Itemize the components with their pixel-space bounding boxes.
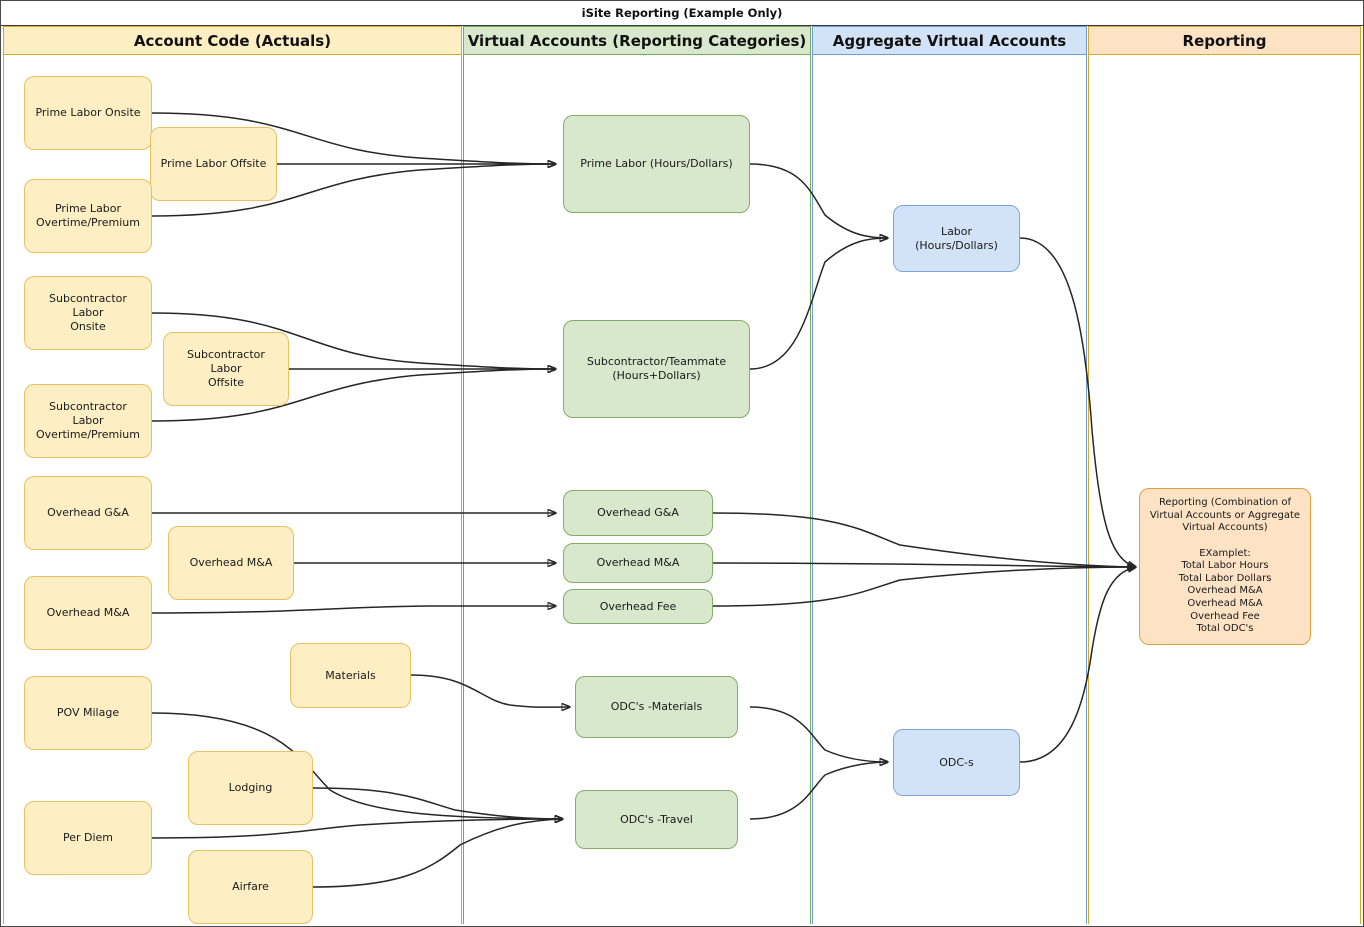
node-va-odc-materials[interactable]: ODC's -Materials: [575, 676, 738, 738]
node-subcontractor-labor-offsite[interactable]: Subcontractor Labor Offsite: [163, 332, 289, 406]
node-prime-labor-offsite[interactable]: Prime Labor Offsite: [150, 127, 277, 201]
node-label: Subcontractor Labor Overtime/Premium: [36, 400, 140, 441]
node-airfare[interactable]: Airfare: [188, 850, 313, 924]
node-label: ODC's -Travel: [620, 812, 693, 826]
node-label: Subcontractor Labor Offsite: [187, 348, 265, 389]
node-va-overhead-ma[interactable]: Overhead M&A: [563, 543, 713, 583]
lane-header-virtual-accounts: Virtual Accounts (Reporting Categories): [463, 26, 811, 55]
node-pov-milage[interactable]: POV Milage: [24, 676, 152, 750]
node-per-diem[interactable]: Per Diem: [24, 801, 152, 875]
diagram-title: iSite Reporting (Example Only): [0, 0, 1364, 26]
node-label: Subcontractor Labor Onsite: [49, 292, 127, 333]
node-va-subcontractor-teammate[interactable]: Subcontractor/Teammate (Hours+Dollars): [563, 320, 750, 418]
node-label: Labor (Hours/Dollars): [915, 224, 998, 252]
node-label: Overhead G&A: [597, 506, 679, 520]
node-reporting-summary[interactable]: Reporting (Combination of Virtual Accoun…: [1139, 488, 1311, 645]
node-lodging[interactable]: Lodging: [188, 751, 313, 825]
node-va-overhead-fee[interactable]: Overhead Fee: [563, 589, 713, 624]
node-prime-labor-overtime-premium[interactable]: Prime Labor Overtime/Premium: [24, 179, 152, 253]
lane-header-reporting: Reporting: [1088, 26, 1361, 55]
lane-header-aggregate-virtual-accounts: Aggregate Virtual Accounts: [812, 26, 1087, 55]
node-label: POV Milage: [56, 706, 120, 720]
node-label: Reporting (Combination of Virtual Accoun…: [1149, 497, 1301, 635]
node-label: Overhead M&A: [189, 556, 273, 570]
node-label: Overhead M&A: [46, 606, 130, 620]
node-agg-odcs[interactable]: ODC-s: [893, 729, 1020, 796]
node-va-overhead-ga[interactable]: Overhead G&A: [563, 490, 713, 536]
node-label: ODC-s: [939, 755, 974, 769]
lane-body-account-code: [3, 55, 462, 924]
node-label: Overhead G&A: [47, 506, 129, 520]
node-va-odc-travel[interactable]: ODC's -Travel: [575, 790, 738, 849]
node-label: Materials: [325, 668, 376, 682]
node-label: Overhead M&A: [596, 556, 680, 570]
node-overhead-ma-mid[interactable]: Overhead M&A: [168, 526, 294, 600]
lane-header-account-code: Account Code (Actuals): [3, 26, 462, 55]
node-overhead-ma-left[interactable]: Overhead M&A: [24, 576, 152, 650]
node-agg-labor[interactable]: Labor (Hours/Dollars): [893, 205, 1020, 272]
node-subcontractor-labor-onsite[interactable]: Subcontractor Labor Onsite: [24, 276, 152, 350]
node-label: Per Diem: [62, 831, 114, 845]
node-label: Prime Labor Overtime/Premium: [36, 202, 140, 229]
node-label: Prime Labor (Hours/Dollars): [580, 157, 733, 171]
node-label: Prime Labor Onsite: [35, 106, 141, 120]
node-label: Airfare: [232, 880, 269, 894]
node-overhead-ga[interactable]: Overhead G&A: [24, 476, 152, 550]
lane-body-virtual-accounts: [463, 55, 811, 924]
node-label: Lodging: [228, 781, 273, 795]
node-va-prime-labor[interactable]: Prime Labor (Hours/Dollars): [563, 115, 750, 213]
node-label: Prime Labor Offsite: [160, 157, 267, 171]
node-label: ODC's -Materials: [610, 700, 703, 714]
node-prime-labor-onsite[interactable]: Prime Labor Onsite: [24, 76, 152, 150]
node-subcontractor-labor-overtime-premium[interactable]: Subcontractor Labor Overtime/Premium: [24, 384, 152, 458]
node-label: Overhead Fee: [599, 599, 677, 613]
node-label: Subcontractor/Teammate (Hours+Dollars): [586, 355, 727, 382]
node-materials[interactable]: Materials: [290, 643, 411, 708]
